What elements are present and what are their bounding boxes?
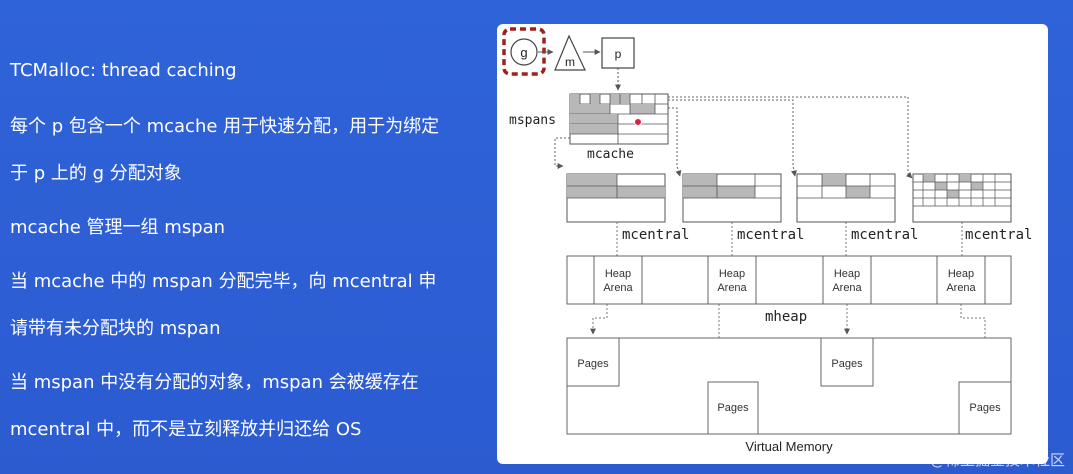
- span-cell: [971, 182, 983, 190]
- mheap-label: mheap: [765, 309, 807, 325]
- span-cell: [567, 186, 665, 198]
- span-cell: [717, 186, 755, 198]
- mcentral-span-3: [796, 173, 896, 223]
- span-cell: [923, 174, 935, 182]
- connector-2: [668, 107, 682, 177]
- connector-1: [554, 137, 570, 169]
- m-label: m: [565, 55, 575, 69]
- mcentral-span-4: [912, 173, 1012, 223]
- mcentral-label-2: mcentral: [737, 227, 804, 243]
- virtual-memory: [566, 337, 1012, 435]
- heap-arena-3-line2: Arena: [832, 282, 862, 294]
- virtual-memory-frame: [566, 337, 1012, 435]
- mcache-cell: [570, 114, 618, 124]
- mcache-cell: [570, 124, 618, 134]
- span-cell: [683, 174, 717, 186]
- span-cell: [935, 182, 947, 190]
- pages-box-3: [820, 337, 874, 387]
- heap-arena-4-line2: Arena: [946, 282, 976, 294]
- text-line-5: 请带有未分配块的 mspan: [10, 318, 221, 339]
- g-label: g: [520, 45, 527, 60]
- slide-title: TCMalloc: thread caching: [10, 60, 237, 81]
- diagram-panel: g m p: [497, 24, 1048, 464]
- pages-label-4: Pages: [969, 402, 1001, 414]
- span-cell: [822, 174, 846, 186]
- connector-4: [668, 96, 913, 179]
- span-cell: [567, 174, 617, 186]
- text-line-7: mcentral 中，而不是立刻释放并归还给 OS: [10, 419, 362, 440]
- mcache-label: mcache: [587, 147, 634, 162]
- mcentral-label-3: mcentral: [851, 227, 918, 243]
- heap-arena-2: [707, 255, 757, 305]
- mcentral-label-1: mcentral: [622, 227, 689, 243]
- mcache-cell: [620, 94, 630, 104]
- virtual-memory-label: Virtual Memory: [745, 439, 833, 454]
- mcache-cell: [630, 104, 655, 114]
- heap-arena-2-line1: Heap: [719, 268, 745, 280]
- heap-arena-1-line2: Arena: [603, 282, 633, 294]
- heap-arena-3-line1: Heap: [834, 268, 860, 280]
- mheap: [566, 255, 1012, 305]
- mcentral-span-1: [566, 173, 666, 223]
- pages-label-2: Pages: [717, 402, 749, 414]
- mcache-to-mcentral-connectors: [554, 96, 913, 179]
- watermark: @稀土掘金技术社区: [929, 451, 1065, 469]
- text-line-3: mcache 管理一组 mspan: [10, 217, 226, 238]
- m-triangle: [554, 34, 586, 71]
- tcmalloc-diagram: g m p: [502, 27, 1032, 454]
- mcache-grid: [569, 93, 669, 145]
- mcache-cell: [590, 94, 600, 104]
- heap-arena-1-line1: Heap: [605, 268, 631, 280]
- allocated-object-dot: [634, 118, 642, 126]
- span-cell: [959, 174, 971, 182]
- p-label: p: [615, 47, 622, 61]
- pages-box-4: [958, 381, 1012, 435]
- span-cell: [846, 186, 870, 198]
- heap-arena-4: [936, 255, 986, 305]
- pages-label-3: Pages: [831, 358, 863, 370]
- mcentral-label-4: mcentral: [965, 227, 1032, 243]
- span-fine-grid: [913, 174, 1011, 207]
- mcentral-span-2: [682, 173, 782, 223]
- text-line-4: 当 mcache 中的 mspan 分配完毕，向 mcentral 申: [10, 271, 437, 292]
- mcache-cell: [570, 94, 580, 104]
- connector-3: [668, 99, 797, 177]
- mcache-cell: [570, 104, 610, 114]
- pages-box-1: [566, 337, 620, 387]
- heap-arena-3: [822, 255, 872, 305]
- arena-to-pages-1: [590, 304, 608, 335]
- mspans-label: mspans: [509, 113, 556, 128]
- heap-arena-4-line1: Heap: [948, 268, 974, 280]
- span-cell: [683, 186, 717, 198]
- text-line-6: 当 mspan 中没有分配的对象，mspan 会被缓存在: [10, 372, 419, 393]
- text-line-1: 每个 p 包含一个 mcache 用于快速分配，用于为绑定: [10, 116, 440, 137]
- heap-arena-2-line2: Arena: [717, 282, 747, 294]
- mcache-cell: [610, 94, 620, 104]
- span-cell: [947, 190, 959, 198]
- g-circle: [510, 38, 538, 66]
- text-line-2: 于 p 上的 g 分配对象: [10, 163, 182, 184]
- heap-arena-1: [593, 255, 643, 305]
- arena-to-pages-4: [960, 304, 988, 377]
- pages-box-2: [707, 381, 759, 435]
- pages-label-1: Pages: [577, 358, 609, 370]
- p-box: [601, 37, 635, 69]
